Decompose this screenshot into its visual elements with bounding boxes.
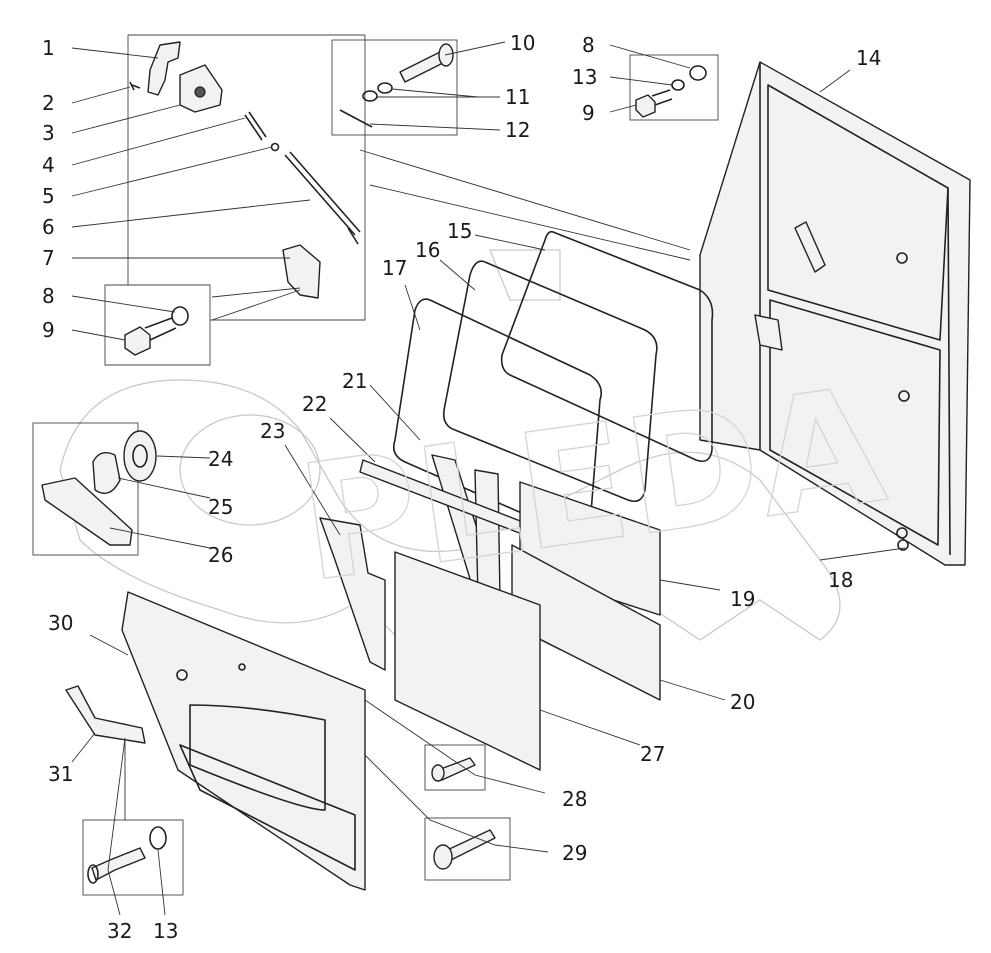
callout-25: 25 bbox=[208, 495, 233, 519]
part-16-seal bbox=[442, 260, 658, 503]
group-box-bolt-top bbox=[629, 54, 719, 121]
callout-labels: 1 2 3 4 5 6 7 8 9 10 11 12 8 13 9 14 15 … bbox=[42, 31, 881, 943]
part-6-rod-end bbox=[347, 227, 359, 245]
part-11-washer-b bbox=[377, 82, 393, 94]
callout-20: 20 bbox=[730, 690, 755, 714]
part-28-screw-head bbox=[431, 764, 445, 782]
part-6-rod bbox=[284, 151, 361, 236]
part-24-washer-inner bbox=[132, 444, 148, 468]
callout-26: 26 bbox=[208, 543, 233, 567]
callout-28: 28 bbox=[562, 787, 587, 811]
callout-23: 23 bbox=[260, 419, 285, 443]
group-box-screw-29 bbox=[424, 817, 511, 881]
part-32-screw-head bbox=[87, 864, 99, 884]
callout-17: 17 bbox=[382, 256, 407, 280]
part-30-trim-panel bbox=[121, 591, 366, 891]
part-31-pull-handle bbox=[65, 685, 146, 744]
callout-11: 11 bbox=[505, 85, 530, 109]
callout-16: 16 bbox=[415, 238, 440, 262]
part-9-bolt-top bbox=[635, 94, 656, 118]
watermark-outline bbox=[59, 249, 841, 661]
callout-19: 19 bbox=[730, 587, 755, 611]
part-5-clip bbox=[270, 142, 280, 152]
callout-8-left: 8 bbox=[42, 284, 55, 308]
part-9-bolt-shank-left bbox=[144, 317, 177, 341]
part-26-handle bbox=[41, 477, 133, 546]
group-box-bolt-32 bbox=[82, 819, 184, 896]
callout-30: 30 bbox=[48, 611, 73, 635]
part-11-washer-a bbox=[362, 90, 378, 102]
part-9-bolt-top-shank bbox=[651, 89, 673, 106]
part-13-washer-bottom bbox=[149, 826, 167, 850]
group-box-screw-28 bbox=[424, 744, 486, 791]
callout-9-left: 9 bbox=[42, 318, 55, 342]
callout-5: 5 bbox=[42, 184, 55, 208]
leader-lines bbox=[71, 41, 906, 916]
group-box-latch-right bbox=[210, 35, 366, 321]
callout-6: 6 bbox=[42, 215, 55, 239]
callout-10: 10 bbox=[510, 31, 535, 55]
part-14-door-frame bbox=[699, 61, 971, 566]
part-27-insulation bbox=[394, 551, 541, 771]
group-box-pin bbox=[331, 39, 458, 136]
part-24-washer bbox=[123, 430, 157, 482]
part-10-pin bbox=[399, 51, 446, 83]
callout-13-top: 13 bbox=[572, 65, 597, 89]
callout-24: 24 bbox=[208, 447, 233, 471]
callout-29: 29 bbox=[562, 841, 587, 865]
part-23-side-panel bbox=[319, 517, 386, 671]
part-1-bracket bbox=[147, 41, 181, 96]
callout-27: 27 bbox=[640, 742, 665, 766]
part-8-washer-top bbox=[689, 65, 707, 81]
callout-18: 18 bbox=[828, 568, 853, 592]
part-15-glass bbox=[500, 230, 714, 463]
part-19-panel bbox=[519, 481, 661, 616]
callout-3: 3 bbox=[42, 121, 55, 145]
part-29-screw-head bbox=[433, 844, 453, 870]
part-7-striker bbox=[282, 244, 321, 299]
part-13-washer-top bbox=[671, 79, 685, 91]
callout-8-top: 8 bbox=[582, 33, 595, 57]
callout-15: 15 bbox=[447, 219, 472, 243]
part-2-screw bbox=[129, 81, 141, 91]
part-32-screw bbox=[91, 847, 146, 881]
part-3-lock-hole bbox=[194, 86, 206, 98]
callout-13-bottom: 13 bbox=[153, 919, 178, 943]
part-9-bolt-left bbox=[124, 326, 151, 356]
callout-9-top: 9 bbox=[582, 101, 595, 125]
callout-21: 21 bbox=[342, 369, 367, 393]
callout-4: 4 bbox=[42, 153, 55, 177]
callout-22: 22 bbox=[302, 392, 327, 416]
watermark-text: PLEDA bbox=[289, 351, 895, 618]
callout-2: 2 bbox=[42, 91, 55, 115]
callout-12: 12 bbox=[505, 118, 530, 142]
part-25-escutcheon bbox=[92, 452, 121, 494]
callout-31: 31 bbox=[48, 762, 73, 786]
callout-1: 1 bbox=[42, 36, 55, 60]
part-12-cotter-pin bbox=[339, 109, 373, 128]
part-8-washer-left bbox=[171, 306, 189, 326]
group-box-handle bbox=[32, 422, 139, 556]
part-18-knob bbox=[897, 539, 909, 551]
callout-32: 32 bbox=[107, 919, 132, 943]
group-box-latch bbox=[104, 34, 365, 366]
callout-7: 7 bbox=[42, 246, 55, 270]
part-4-rod-end bbox=[244, 111, 267, 141]
callout-14: 14 bbox=[856, 46, 881, 70]
